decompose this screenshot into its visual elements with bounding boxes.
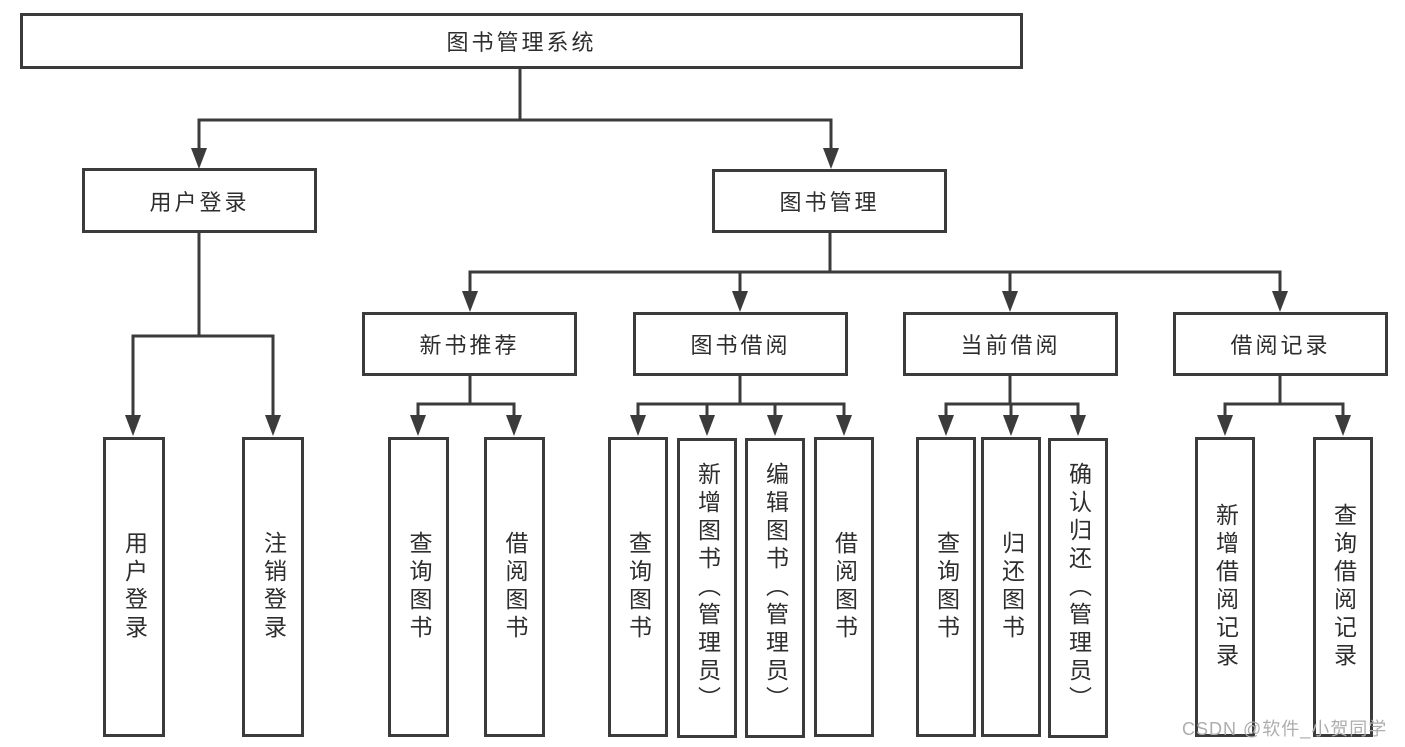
leaf-user-login: 用户登录 bbox=[103, 437, 165, 737]
arrowheads bbox=[125, 148, 1351, 436]
leaf-borrow-books-2: 借阅图书 bbox=[814, 437, 874, 737]
leaf-confirm-return-admin: 确认归还（管理员） bbox=[1048, 438, 1108, 738]
leaf-borrow-books-1: 借阅图书 bbox=[484, 437, 545, 737]
leaf-add-borrow-record: 新增借阅记录 bbox=[1195, 437, 1255, 737]
node-current-borrowing: 当前借阅 bbox=[903, 312, 1118, 376]
leaf-query-books-3: 查询图书 bbox=[916, 437, 976, 737]
leaf-edit-book-admin: 编辑图书（管理员） bbox=[745, 438, 805, 738]
watermark: CSDN @软件_小贺同学 bbox=[1182, 719, 1388, 739]
leaf-add-book-admin: 新增图书（管理员） bbox=[677, 438, 737, 738]
leaf-return-book: 归还图书 bbox=[981, 437, 1041, 737]
node-new-book-recommend: 新书推荐 bbox=[362, 312, 577, 376]
leaf-query-borrow-record: 查询借阅记录 bbox=[1313, 437, 1373, 737]
node-book-borrowing: 图书借阅 bbox=[633, 312, 848, 376]
node-user-login-branch: 用户登录 bbox=[82, 168, 317, 233]
leaf-query-books-1: 查询图书 bbox=[388, 437, 449, 737]
node-borrow-records: 借阅记录 bbox=[1173, 312, 1388, 376]
leaf-logout: 注销登录 bbox=[242, 437, 304, 737]
node-library-management-system: 图书管理系统 bbox=[20, 13, 1023, 69]
leaf-query-books-2: 查询图书 bbox=[608, 437, 668, 737]
node-book-management-branch: 图书管理 bbox=[712, 169, 947, 233]
